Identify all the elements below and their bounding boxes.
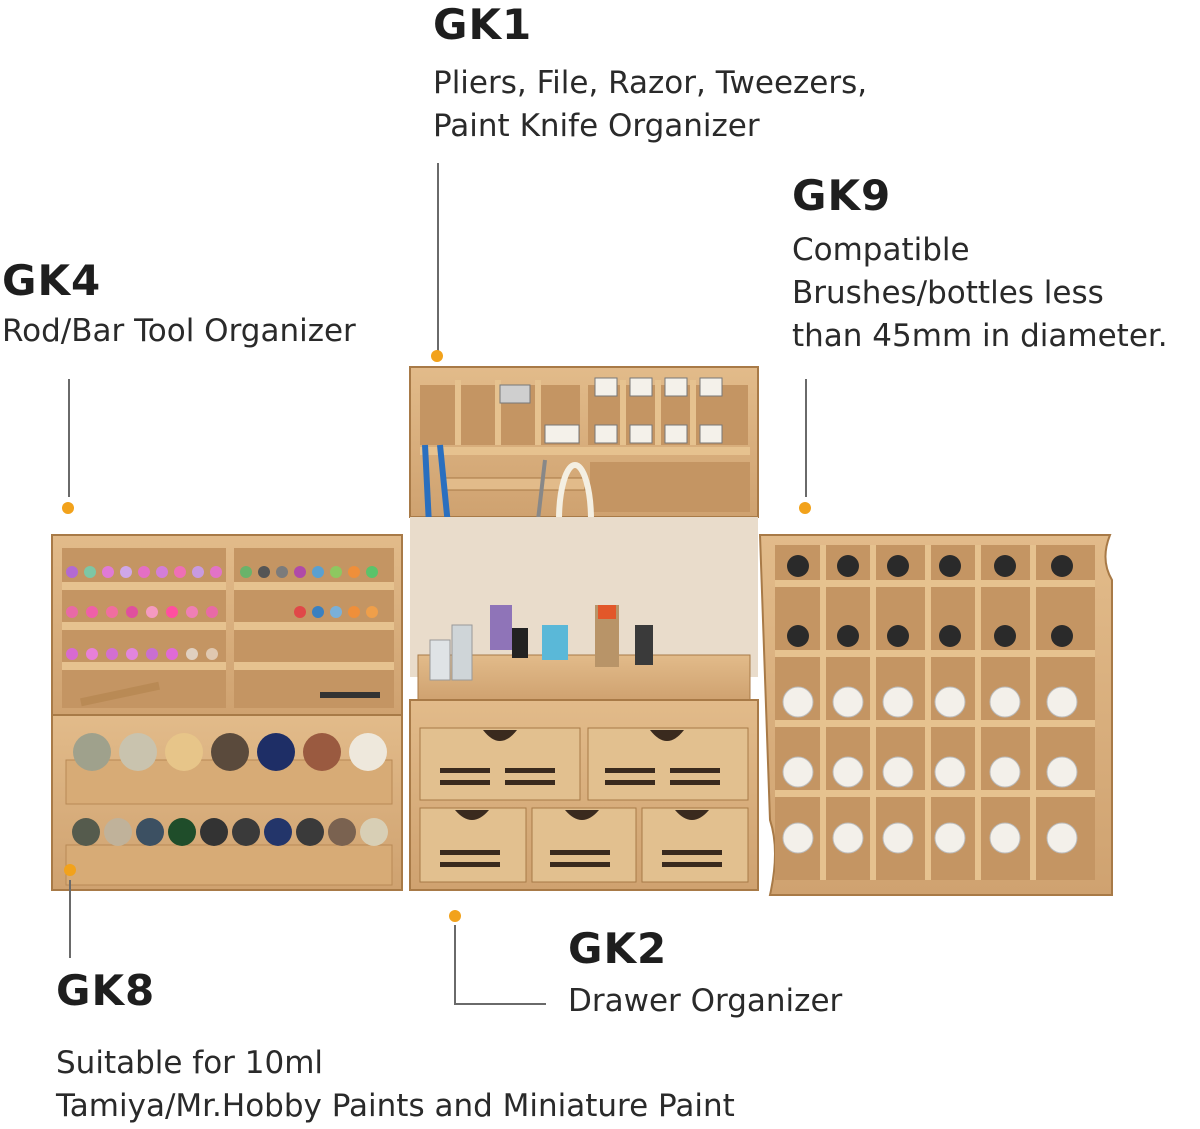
gk8-desc-line2: Tamiya/Mr.Hobby Paints and Miniature Pai… — [56, 1088, 735, 1124]
gk1-label: GK1 Pliers, File, Razor, Tweezers, Paint… — [433, 4, 867, 148]
gk2-leader-vertical — [454, 925, 456, 1005]
gk9-leader — [805, 379, 807, 497]
gk8-code: GK8 — [56, 966, 156, 1015]
gk1-leader — [437, 163, 439, 351]
leader-dot-icon — [799, 502, 811, 514]
gk9-code: GK9 — [792, 171, 892, 220]
gk9-label: GK9 Compatible Brushes/bottles less than… — [792, 175, 1168, 358]
leader-dot-icon — [449, 910, 461, 922]
gk8-desc-line1: Suitable for 10ml — [56, 1045, 324, 1081]
gk1-gk2-center — [409, 366, 759, 891]
gk4-code: GK4 — [2, 256, 102, 305]
gk1-desc-line2: Paint Knife Organizer — [433, 108, 760, 144]
leader-dot-icon — [431, 350, 443, 362]
gk4-rack — [51, 534, 403, 891]
gk9-desc-line1: Compatible — [792, 232, 970, 268]
gk2-code: GK2 — [568, 924, 668, 973]
gk4-label: GK4 Rod/Bar Tool Organizer — [2, 260, 356, 353]
gk1-code: GK1 — [433, 0, 533, 49]
gk2-desc-line1: Drawer Organizer — [568, 983, 843, 1019]
gk4-leader — [68, 379, 70, 497]
gk8-leader — [69, 880, 71, 958]
gk2-leader-horizontal — [454, 1003, 546, 1005]
gk9-rack — [758, 534, 1113, 896]
gk4-desc-line1: Rod/Bar Tool Organizer — [2, 313, 356, 349]
gk2-label: GK2 Drawer Organizer — [568, 928, 842, 1023]
gk8-label: GK8 Suitable for 10ml Tamiya/Mr.Hobby Pa… — [56, 970, 735, 1128]
leader-dot-icon — [62, 502, 74, 514]
gk9-desc-line3: than 45mm in diameter. — [792, 318, 1168, 354]
gk9-desc-line2: Brushes/bottles less — [792, 275, 1104, 311]
gk1-desc-line1: Pliers, File, Razor, Tweezers, — [433, 65, 868, 101]
leader-dot-icon — [64, 864, 76, 876]
